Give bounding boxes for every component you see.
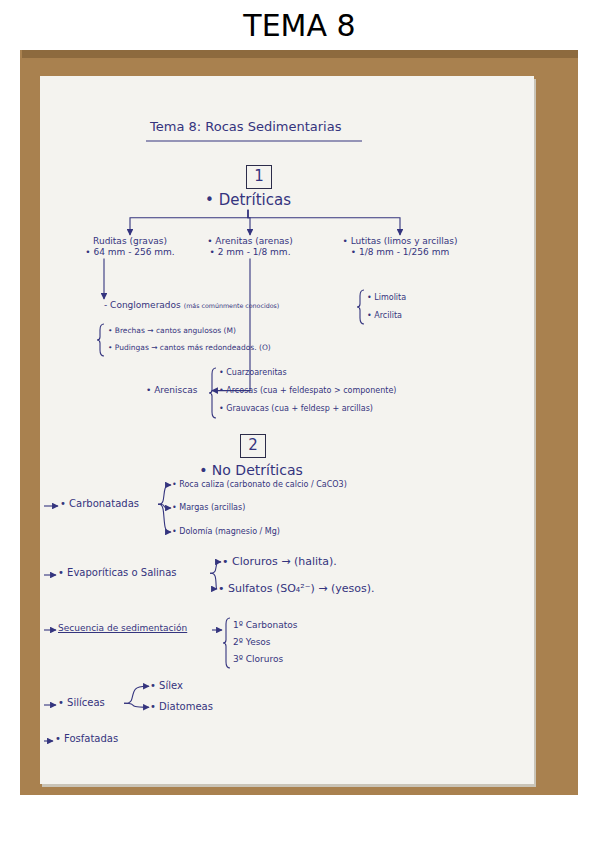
sequence-step: 3º Cloruros bbox=[233, 654, 283, 665]
node-text: • Areniscas bbox=[146, 385, 210, 396]
rock-type: Ruditas (gravas)• 64 mm - 256 mm. bbox=[82, 236, 178, 259]
wooden-table bbox=[20, 50, 578, 795]
margin-arrow bbox=[44, 574, 56, 575]
margin-arrow bbox=[44, 629, 56, 630]
rock-group: • Silíceas bbox=[58, 697, 122, 710]
list-item: • Brechas → cantos angulosos (M) bbox=[108, 326, 236, 335]
connector-arrow bbox=[212, 259, 250, 391]
list-item: • Arcilita bbox=[367, 311, 402, 321]
connector-arrow bbox=[158, 504, 171, 532]
node-text: • Evaporíticas o Salinas bbox=[58, 567, 208, 580]
connector-arrow bbox=[124, 703, 149, 707]
ink-marks bbox=[44, 141, 364, 741]
paper-sheet bbox=[40, 76, 534, 784]
node-text: • Arenitas (arenas) bbox=[198, 236, 302, 247]
rock-type: - Conglomerados(más comúnmente conocidos… bbox=[104, 300, 304, 311]
margin-arrow bbox=[44, 505, 58, 506]
rock-item: • Cloruros → (halita). bbox=[222, 555, 372, 569]
node-text: Secuencia de sedimentación bbox=[58, 623, 212, 634]
node-text: 2 bbox=[241, 435, 265, 456]
sequence-step: 1º Carbonatos bbox=[233, 620, 298, 631]
rock-group: • Fosfatadas bbox=[55, 733, 139, 746]
node-text: • 2 mm - 1/8 mm. bbox=[198, 247, 302, 258]
node-text: 1 bbox=[247, 166, 271, 187]
node-text: • Carbonatadas bbox=[60, 498, 156, 511]
connector-arrow bbox=[210, 562, 221, 573]
rock-type: • Lutitas (limos y arcillas)• 1/8 mm - 1… bbox=[330, 236, 470, 259]
margin-arrow bbox=[44, 740, 53, 741]
node-text: Ruditas (gravas) bbox=[82, 236, 178, 247]
rock-item: • Sílex bbox=[150, 680, 210, 693]
node-text: • Sílex bbox=[150, 680, 210, 693]
node-text: • Roca caliza (carbonato de calcio / CaC… bbox=[172, 480, 402, 490]
rock-item: • Margas (arcillas) bbox=[172, 503, 302, 513]
rock-type: • Arenitas (arenas)• 2 mm - 1/8 mm. bbox=[198, 236, 302, 259]
node-text: • Detríticas bbox=[190, 191, 306, 210]
node-text: • 1/8 mm - 1/256 mm bbox=[330, 247, 470, 258]
connector-arrow bbox=[130, 210, 248, 235]
table-edge bbox=[22, 50, 578, 58]
connector-arrow bbox=[210, 573, 217, 589]
list-item: • Cuarzoarenitas bbox=[219, 368, 287, 378]
rock-item: • Roca caliza (carbonato de calcio / CaC… bbox=[172, 480, 402, 490]
connector-arrow bbox=[248, 210, 250, 235]
topic-heading: Secuencia de sedimentación bbox=[58, 623, 212, 634]
node-text: • Fosfatadas bbox=[55, 733, 139, 746]
connector-arrow bbox=[158, 504, 171, 508]
node-text: • Sulfatos (SO₄²⁻) → (yesos). bbox=[218, 582, 408, 596]
node-text: • Diatomeas bbox=[150, 701, 230, 714]
list-item: • Arcosas (cua + feldespato > componente… bbox=[219, 386, 396, 396]
node-text: • Dolomía (magnesio / Mg) bbox=[172, 527, 332, 537]
category-heading: • Detríticas bbox=[190, 191, 306, 210]
bracket bbox=[357, 290, 364, 324]
node-text: • 64 mm - 256 mm. bbox=[82, 247, 178, 258]
section-box: 1 bbox=[246, 165, 272, 189]
rock-type: • Areniscas bbox=[146, 385, 210, 396]
node-text: • Lutitas (limos y arcillas) bbox=[330, 236, 470, 247]
category-heading: • No Detríticas bbox=[186, 462, 316, 480]
rock-group: • Carbonatadas bbox=[60, 498, 156, 511]
node-text: - Conglomerados bbox=[104, 300, 181, 310]
rock-item: • Sulfatos (SO₄²⁻) → (yesos). bbox=[218, 582, 408, 596]
node-text: • Cloruros → (halita). bbox=[222, 555, 372, 569]
list-item: • Limolita bbox=[367, 293, 406, 303]
list-item: • Pudingas → cantos más redondeados. (O) bbox=[108, 343, 271, 352]
node-text: • No Detríticas bbox=[186, 462, 316, 480]
node-text: • Silíceas bbox=[58, 697, 122, 710]
list-item: • Grauvacas (cua + feldesp + arcillas) bbox=[219, 404, 373, 414]
connector-arrow bbox=[158, 485, 171, 504]
bracket bbox=[223, 618, 230, 668]
sequence-arrow bbox=[212, 629, 222, 630]
connector-arrow bbox=[103, 259, 104, 300]
sheet-title: Tema 8: Rocas Sedimentarias bbox=[150, 119, 341, 135]
connector-arrow bbox=[248, 210, 400, 235]
connector-arrow bbox=[124, 686, 149, 703]
bracket bbox=[97, 324, 104, 356]
section-box: 2 bbox=[240, 434, 266, 458]
rock-item: • Dolomía (magnesio / Mg) bbox=[172, 527, 332, 537]
rock-item: • Diatomeas bbox=[150, 701, 230, 714]
bracket bbox=[209, 368, 216, 418]
page-title: TEMA 8 bbox=[0, 8, 599, 43]
node-text: (más comúnmente conocidos) bbox=[184, 302, 279, 309]
rock-group: • Evaporíticas o Salinas bbox=[58, 567, 208, 580]
sequence-step: 2º Yesos bbox=[233, 637, 271, 648]
margin-arrow bbox=[44, 704, 56, 705]
node-text: • Margas (arcillas) bbox=[172, 503, 302, 513]
title-underline bbox=[146, 140, 362, 141]
